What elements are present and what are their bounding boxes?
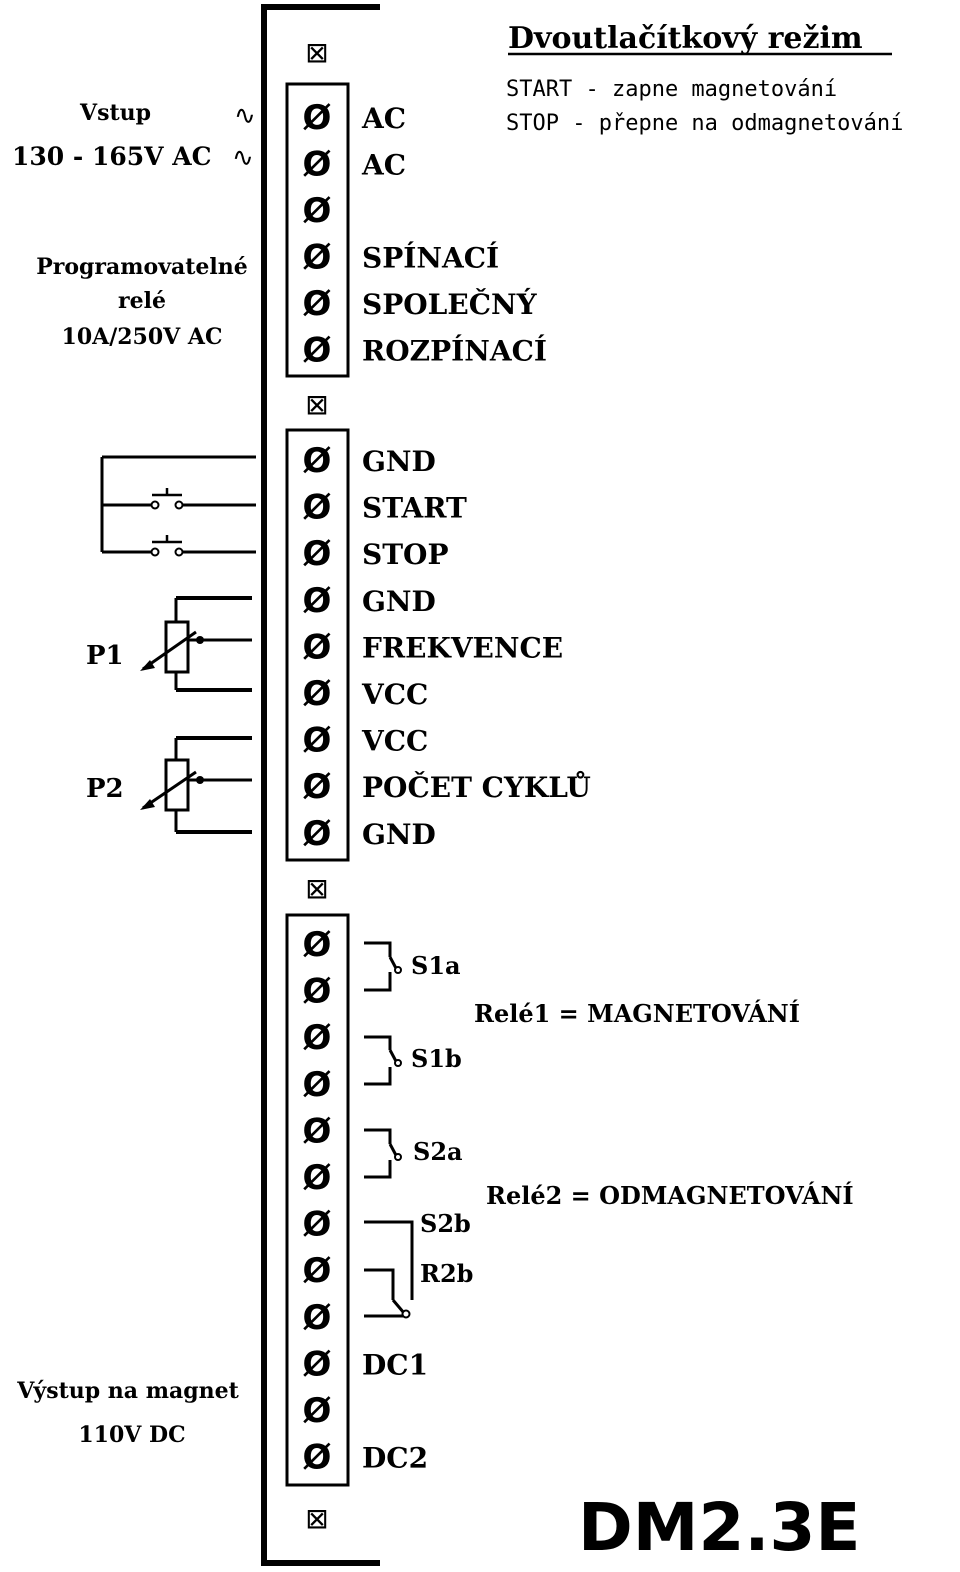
output-label-2: 110V DC [78,1422,185,1448]
contact-s2a-icon [364,1128,402,1179]
stop-button-icon [150,535,184,557]
terminal-label: AC [361,149,406,182]
terminal-label: START [362,492,467,525]
terminal-label: SPÍNACÍ [362,242,499,275]
screw-terminal-icon: Ø [303,581,332,621]
potentiometer-p1-icon [140,596,252,692]
input-voltage: 130 - 165V AC [12,142,212,171]
heading-title: Dvoutlačítkový režim [508,21,863,56]
terminal-label: GND [362,818,436,851]
screw-terminal-icon: Ø [303,1111,332,1151]
mount-holes: ⊠ ⊠ ⊠ ⊠ [305,36,328,1535]
relay-label-3: 10A/250V AC [62,324,223,350]
ac-symbol-icon: ∿ [234,101,256,131]
screw-terminal-icon: Ø [303,145,332,185]
screw-terminal-icon: Ø [303,331,332,371]
terminal-block-3 [285,913,350,1487]
terminal-labels: AC AC SPÍNACÍ SPOLEČNÝ ROZPÍNACÍ GND START STOP… [361,102,591,1475]
screw-terminal-icon: Ø [303,191,332,231]
screw-terminal-icon: Ø [303,238,332,278]
screw-terminal-icon: Ø [303,1065,332,1105]
heading-line-start: START - zapne magnetování [506,77,837,102]
contact-s1b-label: S1b [411,1044,462,1073]
input-title: Vstup [79,100,151,126]
relay-label-1: Programovatelné [36,254,248,280]
terminal-label: GND [362,585,436,618]
model-name: DM2.3E [578,1489,860,1566]
contact-s2b-label: S2b [420,1209,471,1238]
terminal-label: VCC [361,725,428,758]
screw-terminal-icon: Ø [303,1018,332,1058]
screw-terminal-icon: Ø [303,488,332,528]
terminal-label: AC [361,102,406,135]
terminal-label: POČET CYKLŮ [362,770,591,804]
screw-terminal-icon: Ø [303,98,332,138]
mount-hole-icon: ⊠ [305,388,328,421]
contact-r2b-label: R2b [420,1259,473,1288]
terminal-label: VCC [361,678,428,711]
screw-terminal-icon: Ø [303,1344,332,1384]
potentiometer-p2-icon [140,736,252,834]
screw-terminal-icon: Ø [303,814,332,854]
screw-terminal-icon: Ø [303,284,332,324]
screw-terminal-icon: Ø [303,1205,332,1245]
pushbutton-wiring [100,455,256,554]
terminal-block-1 [285,82,350,378]
screw-terminal-icon: Ø [303,674,332,714]
p2-label: P2 [86,774,124,804]
terminal-label: STOP [362,538,449,571]
screw-terminal-icon: Ø [303,767,332,807]
screw-terminal-icon: Ø [303,534,332,574]
contact-s1b-icon [364,1035,402,1086]
mount-hole-icon: ⊠ [305,1502,328,1535]
screw-terminal-icon: Ø [303,1298,332,1338]
terminal-label: GND [362,445,436,478]
screw-terminal-icon: Ø [303,972,332,1012]
mount-hole-icon: ⊠ [305,36,328,69]
screw-terminal-icon: Ø [303,925,332,965]
mount-hole-icon: ⊠ [305,872,328,905]
output-label-1: Výstup na magnet [16,1378,239,1404]
screw-terminal-icon: Ø [303,1391,332,1431]
terminal-label: ROZPÍNACÍ [362,335,547,368]
screw-terminal-icon: Ø [303,627,332,667]
contact-s1a-label: S1a [411,951,461,980]
contact-s1a-icon [364,941,402,992]
relay1-note: Relé1 = MAGNETOVÁNÍ [474,999,800,1028]
screw-terminal-icon: Ø [303,1438,332,1478]
heading-line-stop: STOP - přepne na odmagnetování [506,111,903,136]
contact-s2a-label: S2a [413,1137,463,1166]
relay2-note: Relé2 = ODMAGNETOVÁNÍ [486,1181,854,1210]
screw-terminal-icon: Ø [303,1158,332,1198]
contact-s2b-r2b-icon [364,1220,414,1319]
p1-label: P1 [86,641,124,671]
screw-terminal-icon: Ø [303,441,332,481]
terminal-block-2 [285,428,350,862]
relay-label-2: relé [118,288,166,314]
start-button-icon [150,488,184,510]
terminal-label: DC1 [362,1348,428,1381]
board-frame [261,4,380,1566]
terminal-label: FREKVENCE [362,631,563,664]
terminal-label: SPOLEČNÝ [362,287,538,321]
ac-symbol-icon-2: ∿ [232,143,254,173]
terminal-label: DC2 [362,1442,428,1475]
screw-terminal-icon: Ø [303,721,332,761]
screw-terminal-icon: Ø [303,1251,332,1291]
